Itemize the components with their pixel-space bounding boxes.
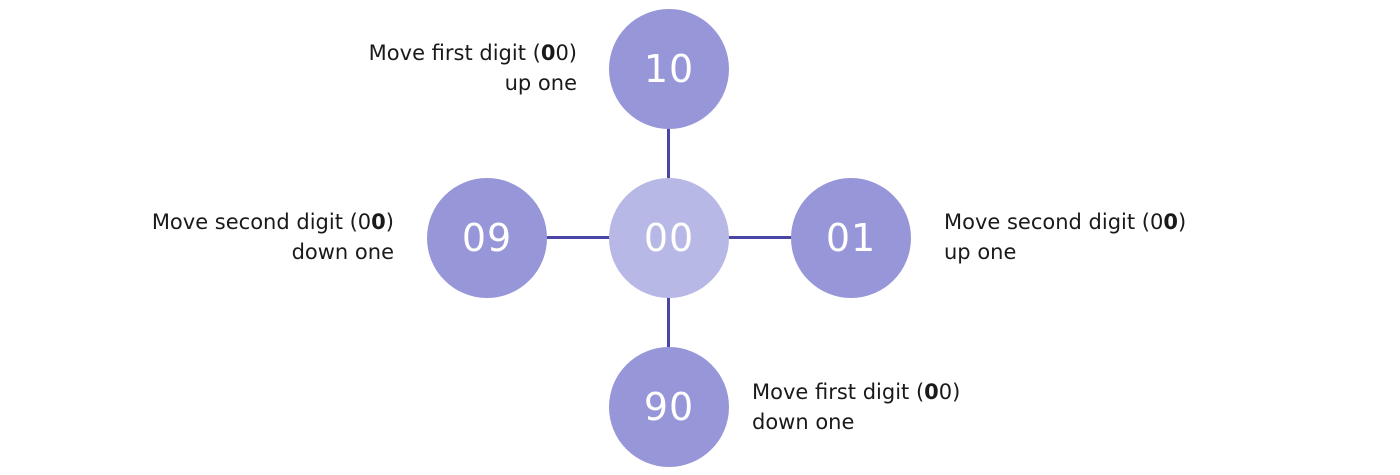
label-top: Move first digit (00) up one — [369, 38, 577, 98]
node-bottom: 90 — [609, 347, 729, 467]
connector-bottom — [667, 290, 670, 360]
connector-left — [540, 236, 615, 239]
node-right: 01 — [791, 178, 911, 298]
node-top-value: 10 — [643, 47, 695, 91]
label-right-line2: up one — [944, 240, 1017, 264]
node-top: 10 — [609, 9, 729, 129]
connector-right — [722, 236, 797, 239]
label-right: Move second digit (00) up one — [944, 207, 1186, 267]
label-left: Move second digit (00) down one — [152, 207, 394, 267]
label-bottom: Move first digit (00) down one — [752, 377, 960, 437]
node-center: 00 — [609, 178, 729, 298]
label-top-line2: up one — [504, 71, 577, 95]
label-right-line1: Move second digit (00) — [944, 210, 1187, 234]
node-bottom-value: 90 — [643, 385, 695, 429]
node-left-value: 09 — [461, 216, 513, 260]
node-right-value: 01 — [825, 216, 877, 260]
label-left-line1: Move second digit (00) — [151, 210, 394, 234]
label-bottom-line2: down one — [752, 410, 855, 434]
node-left: 09 — [427, 178, 547, 298]
connector-top — [667, 120, 670, 190]
label-left-line2: down one — [291, 240, 394, 264]
node-center-value: 00 — [643, 216, 695, 260]
label-top-line1: Move first digit (00) — [368, 41, 577, 65]
label-bottom-line1: Move first digit (00) — [752, 380, 961, 404]
